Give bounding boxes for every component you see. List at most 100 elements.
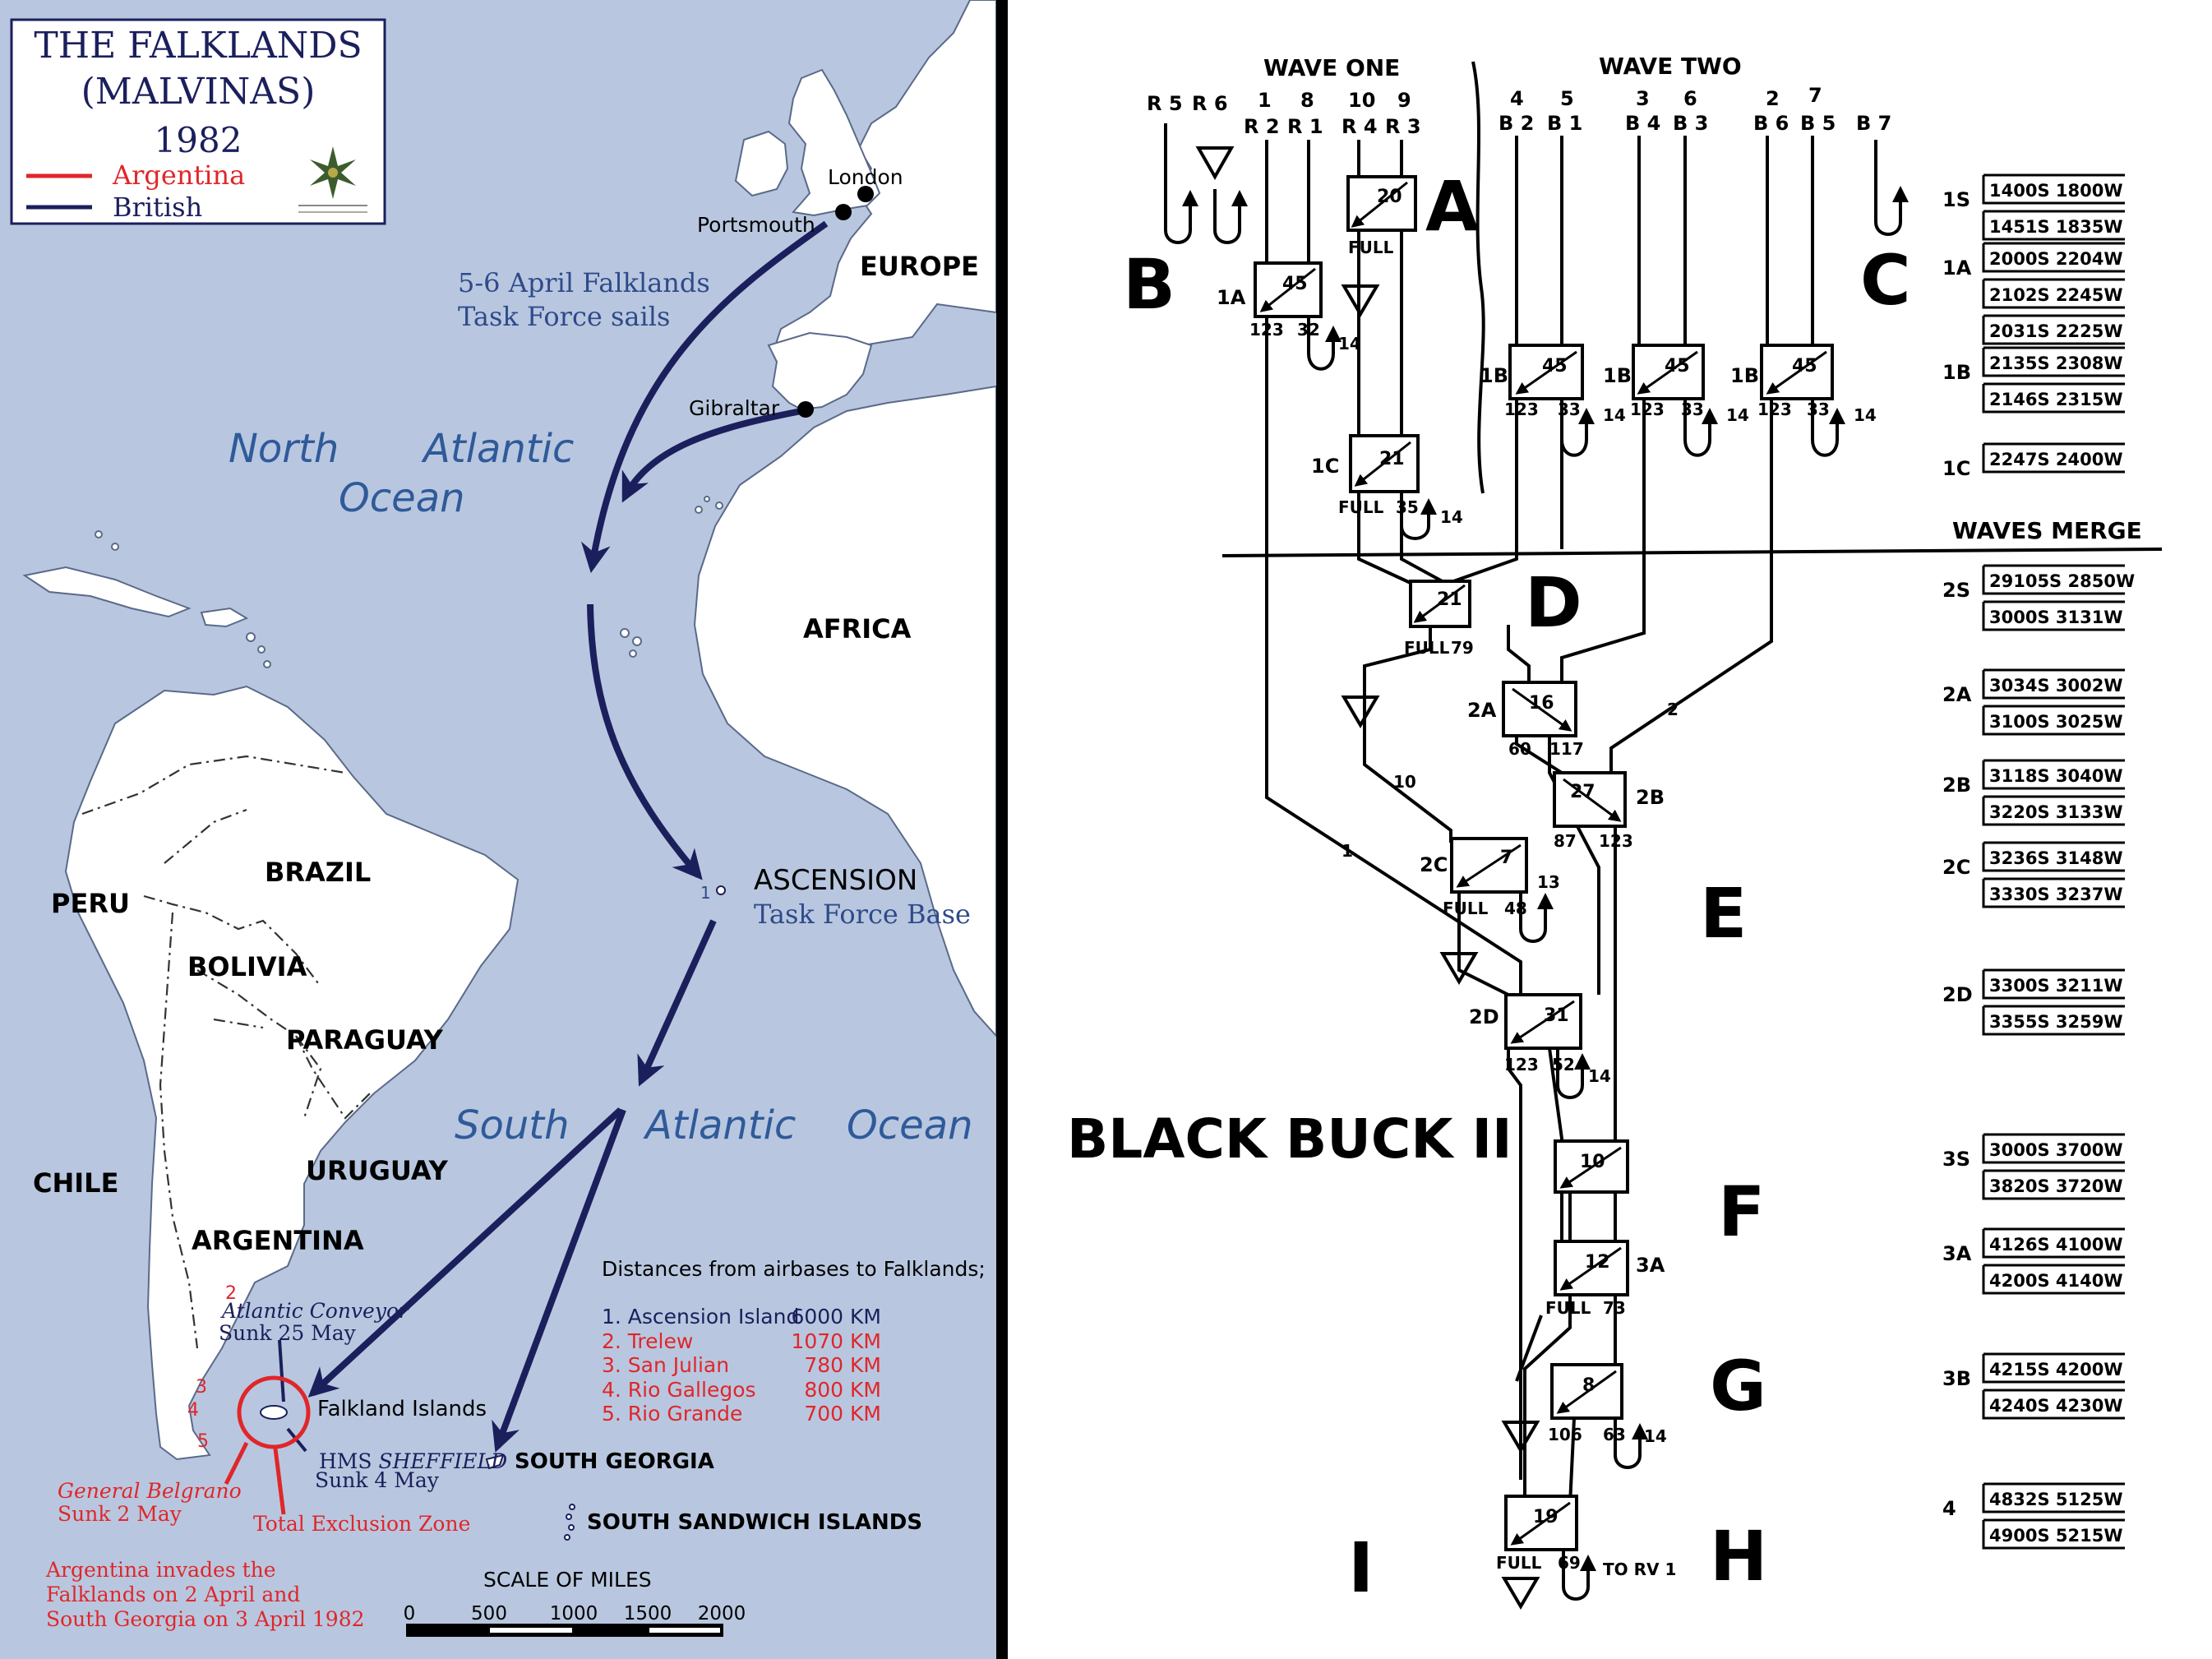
coordinate-group-label: 1C: [1942, 457, 1970, 480]
tanker-label: R 3: [1385, 115, 1421, 138]
section-letter-d: D: [1525, 562, 1582, 643]
stage-label: 1B: [1480, 364, 1508, 387]
section-letter-a: A: [1425, 166, 1479, 247]
tanker-label: R 5: [1147, 92, 1183, 115]
annotation: 32: [1297, 320, 1320, 340]
coordinate-entry: 4200S 4140W: [1989, 1271, 2123, 1291]
coordinate-entry: 2031S 2225W: [1989, 321, 2123, 341]
invasion-note: Argentina invades the Falklands on 2 Apr…: [45, 1558, 365, 1631]
annotation: 123: [1757, 400, 1792, 419]
distance-name: 3. San Julian: [602, 1353, 729, 1377]
chile-label: CHILE: [33, 1167, 118, 1199]
tanker-label: 6: [1683, 87, 1697, 110]
tanker-label: R 2: [1244, 115, 1280, 138]
distance-name: 1. Ascension Island: [602, 1305, 799, 1329]
exclusion-zone-label: Total Exclusion Zone: [253, 1512, 470, 1536]
paraguay-label: PARAGUAY: [286, 1024, 444, 1056]
annotation: FULL: [1443, 899, 1489, 918]
africa-label: AFRICA: [803, 613, 912, 645]
stage-label: 1B: [1603, 364, 1632, 387]
annotation: 60: [1508, 739, 1531, 759]
tanker-label: B 4: [1625, 112, 1660, 135]
coordinate-group-label: 4: [1942, 1497, 1956, 1520]
hms-sheffield-label: HMS SHEFFIELD: [319, 1449, 507, 1473]
coordinate-bracket: [1982, 843, 2125, 872]
north-atlantic-word1: North: [229, 426, 339, 472]
coordinate-bracket: [1982, 566, 2125, 595]
annotation: 123: [1504, 400, 1539, 419]
coordinate-bracket: [1982, 1006, 2125, 1036]
annotation: 14: [1726, 405, 1749, 425]
coordinate-bracket: [1982, 1171, 2125, 1200]
ireland: [734, 130, 789, 197]
airbase-marker-3: 3: [196, 1377, 207, 1398]
coordinate-bracket: [1982, 243, 2125, 273]
cuba: [22, 566, 192, 618]
tanker-label: B 1: [1547, 112, 1582, 135]
waves-merge-line: [1221, 548, 2163, 557]
box-fuel-values: 20 45 21 45 45 45 21 16 27 7 31 10 12 8 …: [1282, 187, 1817, 1527]
coordinate-bracket: [1982, 602, 2125, 631]
annotation: 117: [1549, 739, 1584, 759]
tanker-label: B 3: [1673, 112, 1708, 135]
legend-argentina-label: Argentina: [112, 159, 245, 191]
south-america: [64, 685, 520, 1461]
legend-british-label: British: [113, 192, 202, 223]
portsmouth-dot: [835, 204, 852, 220]
section-letter-f: F: [1718, 1171, 1765, 1252]
invasion-note-line: Argentina invades the: [45, 1558, 276, 1582]
annotation: 48: [1504, 899, 1527, 918]
legend-frame: [10, 18, 386, 225]
annotation: 10: [1393, 772, 1416, 792]
legend-year: 1982: [155, 120, 242, 160]
box-value: 8: [1582, 1375, 1595, 1396]
belgrano-pointer: [224, 1441, 249, 1486]
annotation: FULL: [1545, 1298, 1591, 1318]
distance-name: 2. Trelew: [602, 1329, 693, 1353]
belgrano-name: General Belgrano: [58, 1479, 242, 1503]
airbase-marker-5: 5: [197, 1431, 209, 1452]
hms-name: SHEFFIELD: [378, 1449, 507, 1473]
tanker-label: B 5: [1800, 112, 1836, 135]
box-value: 45: [1542, 356, 1568, 377]
coordinate-entry: 4240S 4230W: [1989, 1396, 2123, 1416]
coordinate-bracket: [1982, 760, 2125, 790]
annotation: 33: [1681, 400, 1704, 419]
task-force-routes: [307, 220, 829, 1453]
coordinate-entry: 2102S 2245W: [1989, 285, 2123, 305]
peru-label: PERU: [51, 888, 130, 919]
north-atlantic-word2: Atlantic: [421, 426, 574, 472]
coordinate-entry: 2247S 2400W: [1989, 450, 2123, 469]
box-value: 19: [1533, 1507, 1559, 1527]
annotation: 1: [1342, 841, 1353, 861]
coordinate-group-label: 2C: [1942, 856, 1970, 879]
scale-tick: 1500: [624, 1603, 672, 1624]
stage-label: 2A: [1467, 699, 1497, 722]
coordinate-bracket: [1982, 1390, 2125, 1420]
stage-label: 2C: [1420, 853, 1448, 876]
brazil-label: BRAZIL: [265, 857, 371, 888]
tanker-label: 8: [1300, 89, 1314, 112]
scale-title: SCALE OF MILES: [483, 1568, 652, 1592]
annotation: 73: [1603, 1298, 1626, 1318]
coordinate-group-label: 3A: [1942, 1242, 1972, 1265]
legend-title-line2: (MALVINAS): [81, 71, 316, 113]
coordinate-entry: 3000S 3131W: [1989, 608, 2123, 627]
route-ascension-arrow: [587, 603, 703, 880]
coordinate-entry: 4215S 4200W: [1989, 1360, 2123, 1379]
distance-km: 6000 KM: [791, 1305, 881, 1329]
coordinate-bracket: [1982, 384, 2125, 414]
coordinate-bracket: [1982, 1229, 2125, 1259]
annotation: FULL: [1338, 497, 1384, 517]
scale-bar-segment: [649, 1628, 720, 1633]
atlantic-conveyor-date: Sunk 25 May: [219, 1321, 357, 1345]
annotation: 14: [1603, 405, 1626, 425]
box-value: 21: [1379, 449, 1405, 469]
tanker-label: 10: [1348, 89, 1375, 112]
coordinate-entry: 4900S 5215W: [1989, 1526, 2123, 1546]
coordinate-group-label: 1S: [1942, 188, 1970, 211]
section-letter-g: G: [1710, 1346, 1766, 1426]
coordinate-group-label: 3B: [1942, 1367, 1971, 1390]
full-fuel-funnels: [1195, 146, 1540, 1610]
